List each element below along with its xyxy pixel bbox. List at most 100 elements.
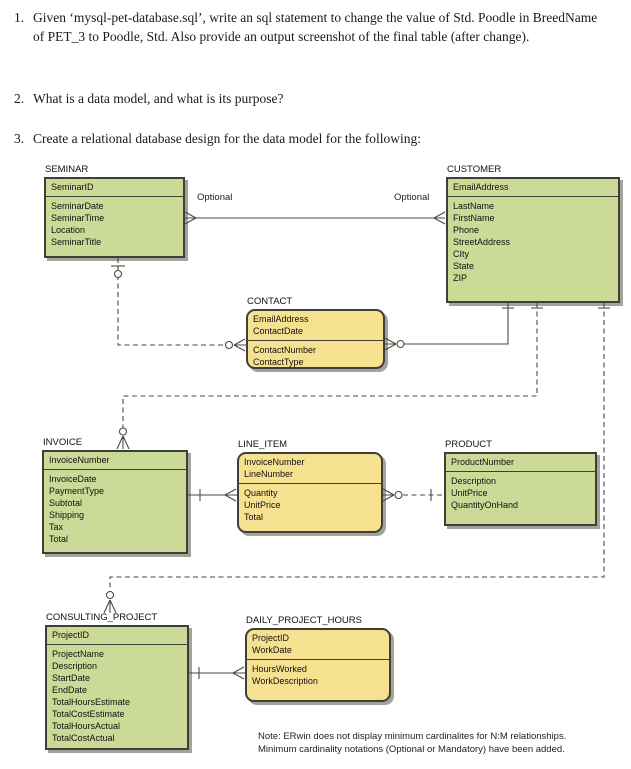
- attribute: TotalHoursEstimate: [52, 697, 131, 707]
- many-crow-foot-icon: [383, 489, 394, 501]
- key-attribute: ProductNumber: [451, 457, 515, 467]
- relationship-product-line-item: [383, 489, 444, 501]
- attribute: Phone: [453, 225, 480, 235]
- optional-cardinality-label: Optional: [197, 192, 233, 203]
- diagram-note: Note: ERwin does not display minimum car…: [258, 730, 566, 756]
- key-compartment: ProductNumber: [446, 454, 595, 472]
- entity-name: CONSULTING_PROJECT: [46, 612, 158, 623]
- many-crow-foot-icon: [234, 339, 245, 351]
- attribute: SeminarTime: [51, 213, 105, 223]
- optional-circle-icon: [397, 341, 404, 348]
- relationship-consulting-project-daily-hours: [188, 667, 245, 679]
- key-compartment: ProjectID: [47, 627, 187, 645]
- optional-circle-icon: [395, 492, 402, 499]
- key-attribute: InvoiceNumber: [244, 457, 305, 467]
- many-crow-foot-icon: [117, 436, 129, 449]
- attribute: TotalCostActual: [52, 733, 115, 743]
- attribute: ProjectName: [52, 649, 105, 659]
- attribute: ContactType: [253, 357, 304, 367]
- attribute: WorkDescription: [252, 676, 318, 686]
- attribute: CIty: [453, 249, 470, 259]
- question-3: 3. Create a relational database design f…: [14, 129, 614, 148]
- attribute: Total: [49, 534, 69, 544]
- attribute: TotalHoursActual: [52, 721, 121, 731]
- attribute: SeminarTitle: [51, 237, 102, 247]
- optional-circle-icon: [115, 271, 122, 278]
- entity-name: SEMINAR: [45, 164, 89, 175]
- relationship-seminar-contact: [111, 258, 246, 351]
- optional-circle-icon: [107, 592, 114, 599]
- attribute: Subtotal: [49, 498, 83, 508]
- optional-cardinality-label: Optional: [394, 192, 430, 203]
- attribute: StartDate: [52, 673, 91, 683]
- attribute: QuantityOnHand: [451, 500, 519, 510]
- optional-circle-icon: [226, 342, 233, 349]
- attribute: InvoiceDate: [49, 474, 97, 484]
- key-attribute: SeminarID: [51, 182, 94, 192]
- key-compartment: SeminarID: [46, 179, 183, 197]
- many-crow-foot-icon: [233, 667, 244, 679]
- question-2: 2. What is a data model, and what is its…: [14, 89, 614, 108]
- key-attribute: LineNumber: [244, 469, 294, 479]
- entity-name: DAILY_PROJECT_HOURS: [246, 615, 362, 626]
- attribute: PaymentType: [49, 486, 105, 496]
- key-attribute: ContactDate: [253, 326, 304, 336]
- question-text: What is a data model, and what is its pu…: [33, 91, 284, 106]
- question-number: 1.: [14, 10, 25, 25]
- many-crow-foot-icon: [385, 338, 396, 350]
- entity-name: LINE_ITEM: [238, 439, 288, 450]
- question-1: 1. Given ‘mysql-pet-database.sql’, write…: [14, 8, 614, 46]
- key-attribute: EmailAddress: [253, 314, 309, 324]
- attribute: Shipping: [49, 510, 85, 520]
- attribute: Quantity: [244, 488, 278, 498]
- relationship-invoice-line-item: [187, 489, 237, 501]
- attribute: UnitPrice: [451, 488, 488, 498]
- key-attribute: InvoiceNumber: [49, 455, 110, 465]
- entity-name: INVOICE: [43, 437, 83, 448]
- question-text: Given ‘mysql-pet-database.sql’, write an…: [33, 10, 598, 44]
- note-line: Minimum cardinality notations (Optional …: [258, 744, 565, 755]
- key-compartment: ProjectID WorkDate: [247, 630, 389, 660]
- many-crow-foot-icon: [434, 212, 445, 224]
- entity-name: PRODUCT: [445, 439, 492, 450]
- attribute: TotalCostEstimate: [52, 709, 125, 719]
- key-attribute: WorkDate: [252, 645, 292, 655]
- optional-circle-icon: [120, 428, 127, 435]
- question-text: Create a relational database design for …: [33, 131, 421, 146]
- attribute: Total: [244, 512, 264, 522]
- note-line: Note: ERwin does not display minimum car…: [258, 731, 567, 742]
- attribute: StreetAddress: [453, 237, 511, 247]
- key-compartment: EmailAddress: [448, 179, 618, 197]
- many-crow-foot-icon: [185, 212, 196, 224]
- attribute: FirstName: [453, 213, 495, 223]
- entity-name: CUSTOMER: [447, 164, 502, 175]
- question-number: 3.: [14, 131, 25, 146]
- key-attribute: ProjectID: [252, 633, 290, 643]
- attribute: ZIP: [453, 273, 468, 283]
- attribute: Tax: [49, 522, 64, 532]
- key-attribute: ProjectID: [52, 630, 90, 640]
- key-attribute: EmailAddress: [453, 182, 509, 192]
- attribute: HoursWorked: [252, 664, 307, 674]
- entity-name: CONTACT: [247, 296, 293, 307]
